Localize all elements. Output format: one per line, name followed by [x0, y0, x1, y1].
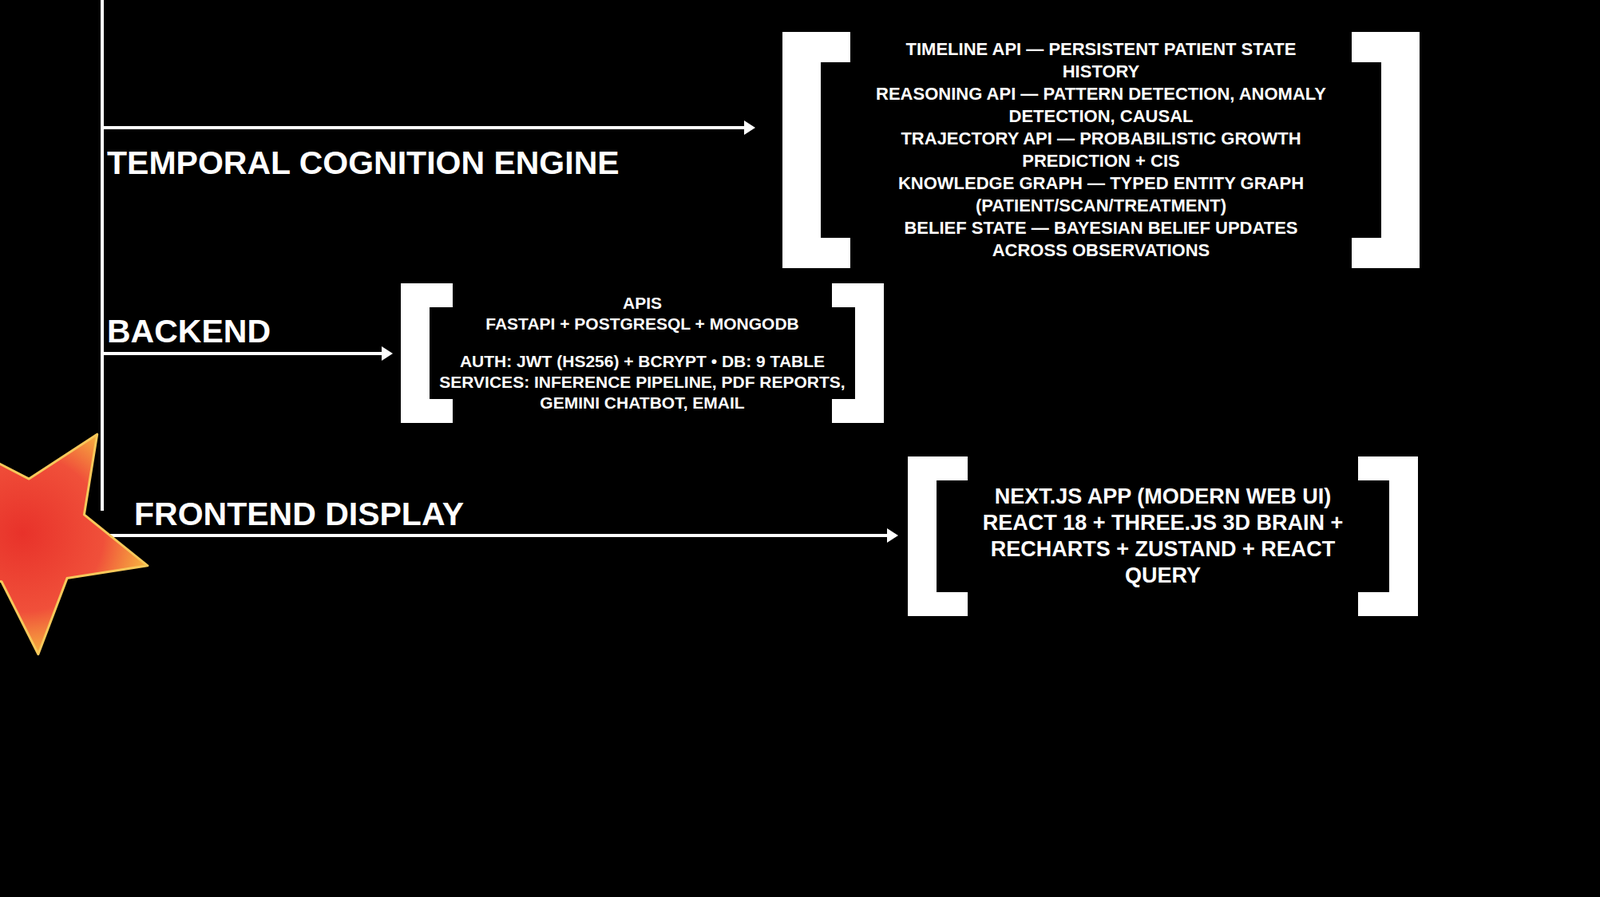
- bracket-stroke: [831, 399, 884, 424]
- bracket-stroke: [400, 399, 453, 424]
- bracket-box: TIMELINE API — PERSISTENT PATIENT STATE …: [782, 31, 1420, 269]
- box-text: APIS: [439, 293, 847, 314]
- box-text: REACT 18 + THREE.JS 3D BRAIN + RECHARTS …: [975, 510, 1351, 590]
- section-heading: FRONTEND DISPLAY: [134, 495, 464, 534]
- star-shape: [0, 434, 148, 655]
- text-group: NEXT.JS APP (MODERN WEB UI)REACT 18 + TH…: [975, 475, 1351, 598]
- box-text: AUTH: JWT (HS256) + BCRYPT • DB: 9 TABLE…: [439, 351, 847, 414]
- box-text: TRAJECTORY API — PROBABILISTIC GROWTH PR…: [873, 127, 1329, 173]
- bracket-box: APISFASTAPI + POSTGRESQL + MONGODB AUTH: …: [400, 283, 884, 424]
- arrow-line: [102, 126, 748, 130]
- section-heading: TEMPORAL COGNITION ENGINE: [106, 143, 620, 183]
- bracket-stroke: [400, 283, 453, 308]
- box-text: KNOWLEDGE GRAPH — TYPED ENTITY GRAPH (PA…: [873, 172, 1329, 218]
- bracket-box: NEXT.JS APP (MODERN WEB UI)REACT 18 + TH…: [907, 456, 1418, 617]
- bracket-stroke: [1381, 31, 1420, 269]
- arrow-line: [102, 534, 891, 538]
- bracket-stroke: [907, 456, 968, 481]
- bracket-stroke: [782, 237, 851, 269]
- section-heading: BACKEND: [106, 312, 271, 351]
- arrow-line: [102, 352, 385, 356]
- arrow-head: [744, 120, 756, 135]
- bracket-stroke: [782, 31, 851, 63]
- bracket-stroke: [782, 31, 821, 269]
- text-group: APISFASTAPI + POSTGRESQL + MONGODB AUTH: …: [439, 283, 847, 424]
- spine-line: [100, 0, 104, 511]
- box-text: BELIEF STATE — BAYESIAN BELIEF UPDATES A…: [873, 217, 1329, 262]
- box-text: FASTAPI + POSTGRESQL + MONGODB: [439, 313, 847, 335]
- bracket-stroke: [1358, 592, 1418, 617]
- bracket-stroke: [1351, 237, 1420, 269]
- bracket-stroke: [1351, 31, 1420, 63]
- bracket-stroke: [831, 283, 884, 308]
- arrow-head: [381, 346, 393, 361]
- box-text: REASONING API — PATTERN DETECTION, ANOMA…: [873, 83, 1329, 128]
- box-text: TIMELINE API — PERSISTENT PATIENT STATE …: [873, 38, 1329, 84]
- arrow-head: [887, 528, 899, 543]
- text-group: TIMELINE API — PERSISTENT PATIENT STATE …: [873, 31, 1329, 269]
- bracket-stroke: [907, 592, 968, 617]
- box-text: NEXT.JS APP (MODERN WEB UI): [975, 483, 1351, 511]
- bracket-stroke: [1358, 456, 1418, 481]
